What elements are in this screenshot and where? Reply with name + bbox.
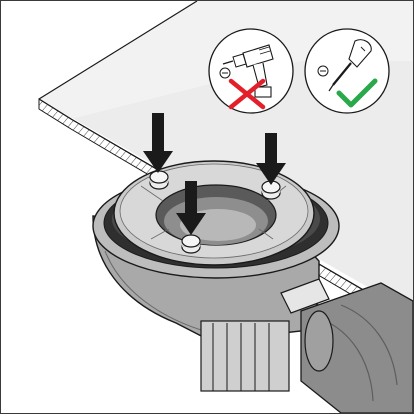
red-x-mark-icon: [228, 78, 266, 110]
counterclockwise-icon: [219, 67, 231, 79]
screw-1: [149, 170, 169, 190]
screwdriver-panel: [304, 28, 390, 114]
trap-ribs: [200, 320, 290, 392]
outlet-pipe: [300, 282, 413, 413]
screw-2: [261, 180, 281, 200]
clamping-ring: [113, 160, 315, 266]
counterclockwise-icon: [317, 65, 329, 77]
cordless-drill-icon: [222, 44, 274, 98]
down-arrow-1: [143, 113, 173, 173]
drill-panel: [208, 28, 294, 114]
screwdriver-icon: [328, 39, 372, 92]
down-arrow-3: [176, 181, 206, 235]
screw-3: [181, 234, 201, 254]
green-check-mark-icon: [336, 78, 378, 108]
down-arrow-2: [256, 133, 286, 185]
